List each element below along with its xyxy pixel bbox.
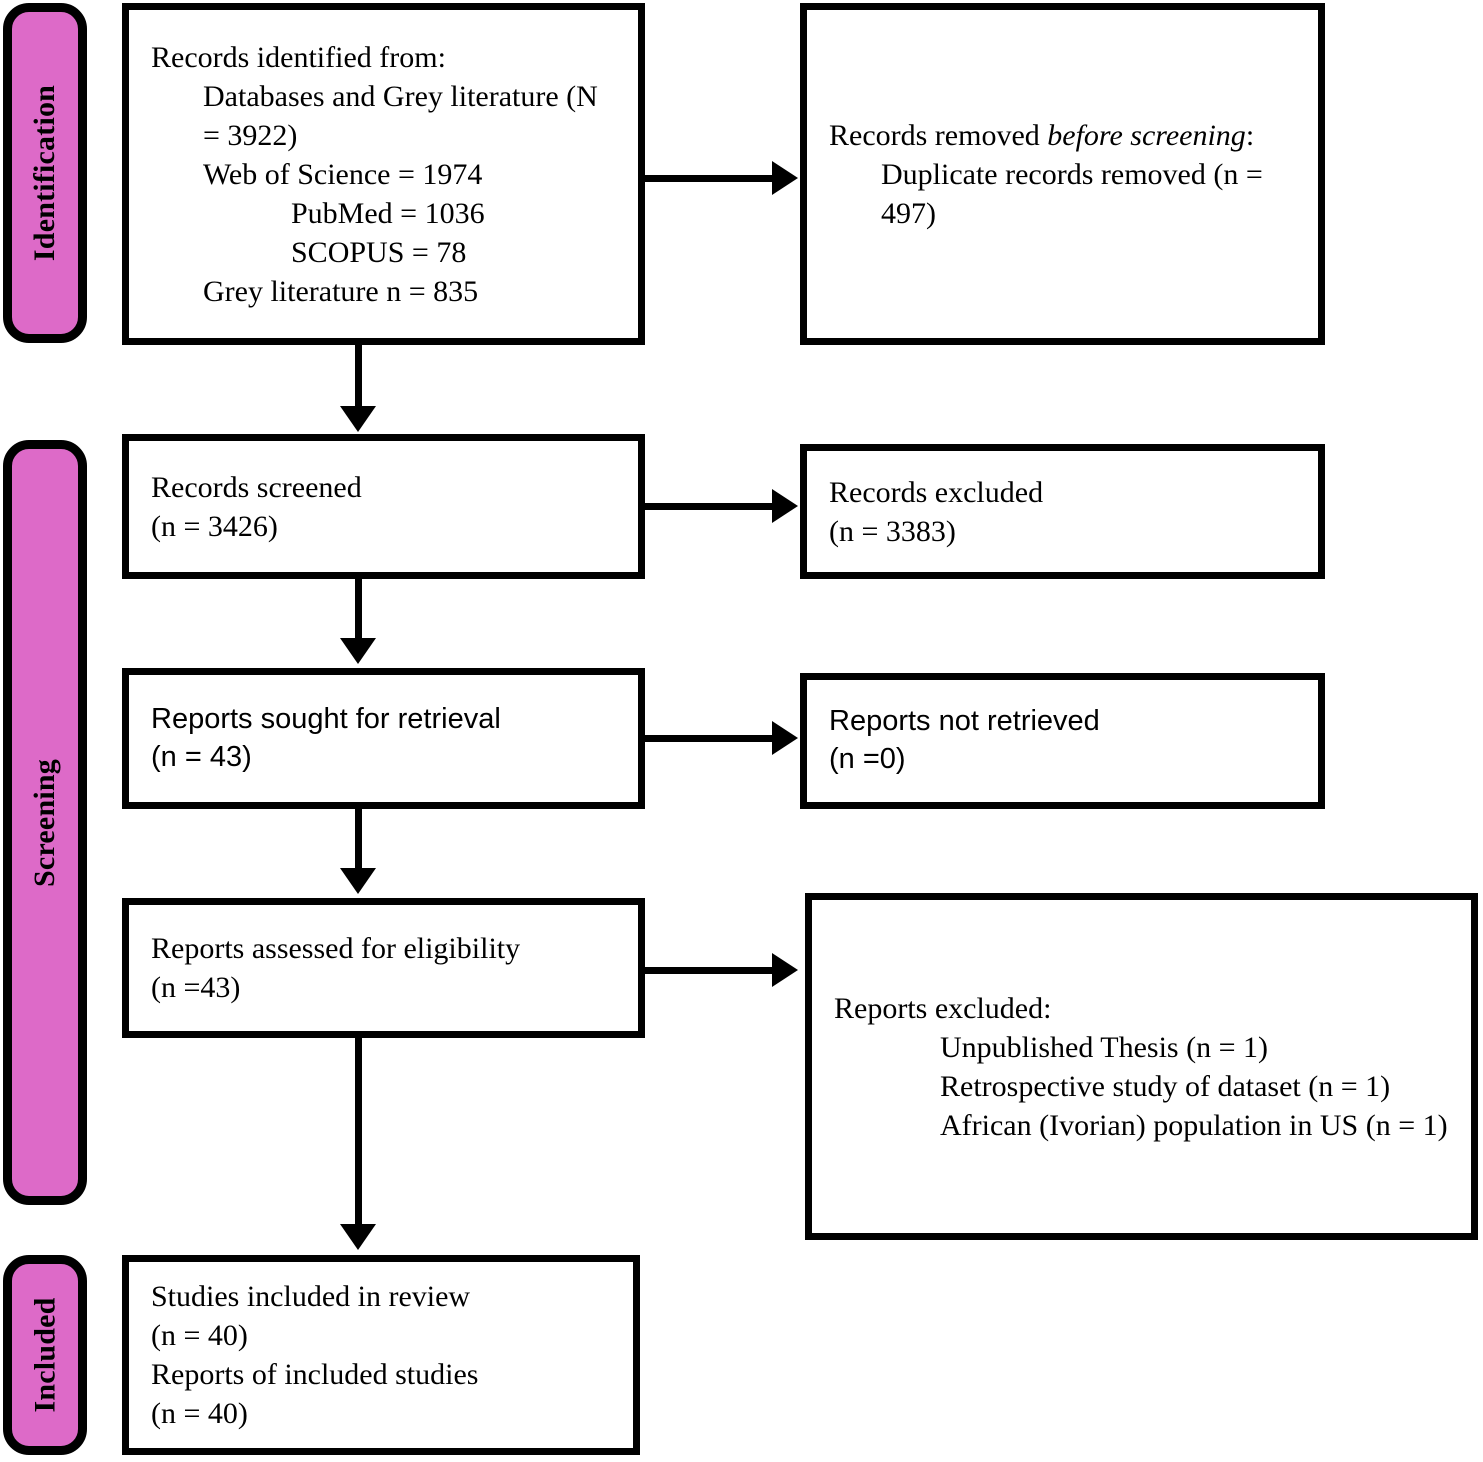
arrow-identified-to-removed-line	[645, 175, 775, 182]
arrow-sought-to-assessed-line	[355, 809, 362, 872]
reports-assessed-line-1: Reports assessed for eligibility	[151, 932, 521, 965]
reports-excluded-reason-2: Retrospective study of dataset (n = 1)	[940, 1069, 1391, 1103]
reports-assessed-line-2: (n =43)	[151, 971, 241, 1004]
reports-not-retrieved-line-1: Reports not retrieved	[829, 705, 1100, 738]
records-identified-line-7: Grey literature n = 835	[203, 274, 479, 308]
records-removed-italic: before screening	[1047, 118, 1246, 152]
records-removed-line-1: Records removed before screening:	[829, 116, 1296, 155]
records-identified-line-3: = 3922)	[203, 118, 298, 152]
arrow-assessed-to-included-line	[355, 1038, 362, 1228]
arrow-screened-to-sought-head	[340, 638, 376, 664]
box-reports-excluded: Reports excluded: Unpublished Thesis (n …	[805, 893, 1478, 1240]
studies-included-line-2: (n = 40)	[151, 1319, 248, 1352]
arrow-assessed-to-reports-excluded-line	[645, 967, 775, 974]
records-removed-line-2: Duplicate records removed (n =	[881, 157, 1263, 191]
stage-bar-screening: Screening	[3, 440, 87, 1205]
reports-excluded-line-1: Reports excluded:	[834, 991, 1052, 1025]
studies-included-line-1: Studies included in review	[151, 1280, 471, 1313]
records-screened-line-1: Records screened	[151, 470, 362, 504]
arrow-identified-to-removed-head	[772, 161, 798, 195]
box-studies-included: Studies included in review (n = 40) Repo…	[122, 1255, 640, 1455]
box-reports-sought: Reports sought for retrieval (n = 43)	[122, 668, 645, 809]
reports-excluded-reason-3: African (Ivorian) population in US (n = …	[940, 1108, 1448, 1142]
reports-sought-line-2: (n = 43)	[151, 740, 252, 773]
arrow-sought-to-assessed-head	[340, 868, 376, 894]
records-identified-line-2: Databases and Grey literature (N	[203, 79, 598, 113]
records-identified-line-4: Web of Science = 1974	[203, 157, 483, 191]
arrow-sought-to-not-retrieved-line	[645, 735, 775, 742]
box-records-screened: Records screened (n = 3426)	[122, 434, 645, 579]
stage-bar-included: Included	[3, 1255, 87, 1455]
records-excluded-line-2: (n = 3383)	[829, 514, 956, 548]
box-records-removed: Records removed before screening: Duplic…	[800, 3, 1325, 345]
reports-sought-line-1: Reports sought for retrieval	[151, 702, 501, 735]
stage-label-screening: Screening	[28, 758, 62, 887]
box-records-excluded: Records excluded (n = 3383)	[800, 444, 1325, 579]
arrow-screened-to-sought-line	[355, 579, 362, 642]
records-screened-line-2: (n = 3426)	[151, 509, 278, 543]
arrow-screened-to-excluded-line	[645, 503, 775, 510]
records-identified-line-5: PubMed = 1036	[291, 196, 485, 230]
arrow-assessed-to-included-head	[340, 1224, 376, 1250]
studies-included-line-4: (n = 40)	[151, 1397, 248, 1430]
arrow-identified-to-screened-head	[340, 406, 376, 432]
arrow-identified-to-screened-line	[355, 345, 362, 411]
arrow-sought-to-not-retrieved-head	[772, 721, 798, 755]
records-identified-line-6: SCOPUS = 78	[291, 235, 467, 269]
stage-bar-identification: Identification	[3, 3, 87, 343]
arrow-screened-to-excluded-head	[772, 489, 798, 523]
stage-label-included: Included	[28, 1297, 62, 1413]
reports-excluded-reason-1: Unpublished Thesis (n = 1)	[940, 1030, 1269, 1064]
box-reports-not-retrieved: Reports not retrieved (n =0)	[800, 673, 1325, 809]
arrow-assessed-to-reports-excluded-head	[772, 953, 798, 987]
records-identified-line-1: Records identified from:	[151, 40, 446, 74]
box-reports-assessed: Reports assessed for eligibility (n =43)	[122, 898, 645, 1038]
box-records-identified: Records identified from: Databases and G…	[122, 3, 645, 345]
records-removed-suffix: :	[1245, 118, 1255, 152]
records-removed-prefix: Records removed	[829, 118, 1048, 152]
records-excluded-line-1: Records excluded	[829, 475, 1044, 509]
stage-label-identification: Identification	[28, 84, 62, 262]
reports-not-retrieved-line-2: (n =0)	[829, 743, 906, 775]
studies-included-line-3: Reports of included studies	[151, 1358, 479, 1391]
records-removed-line-3: 497)	[881, 196, 936, 230]
